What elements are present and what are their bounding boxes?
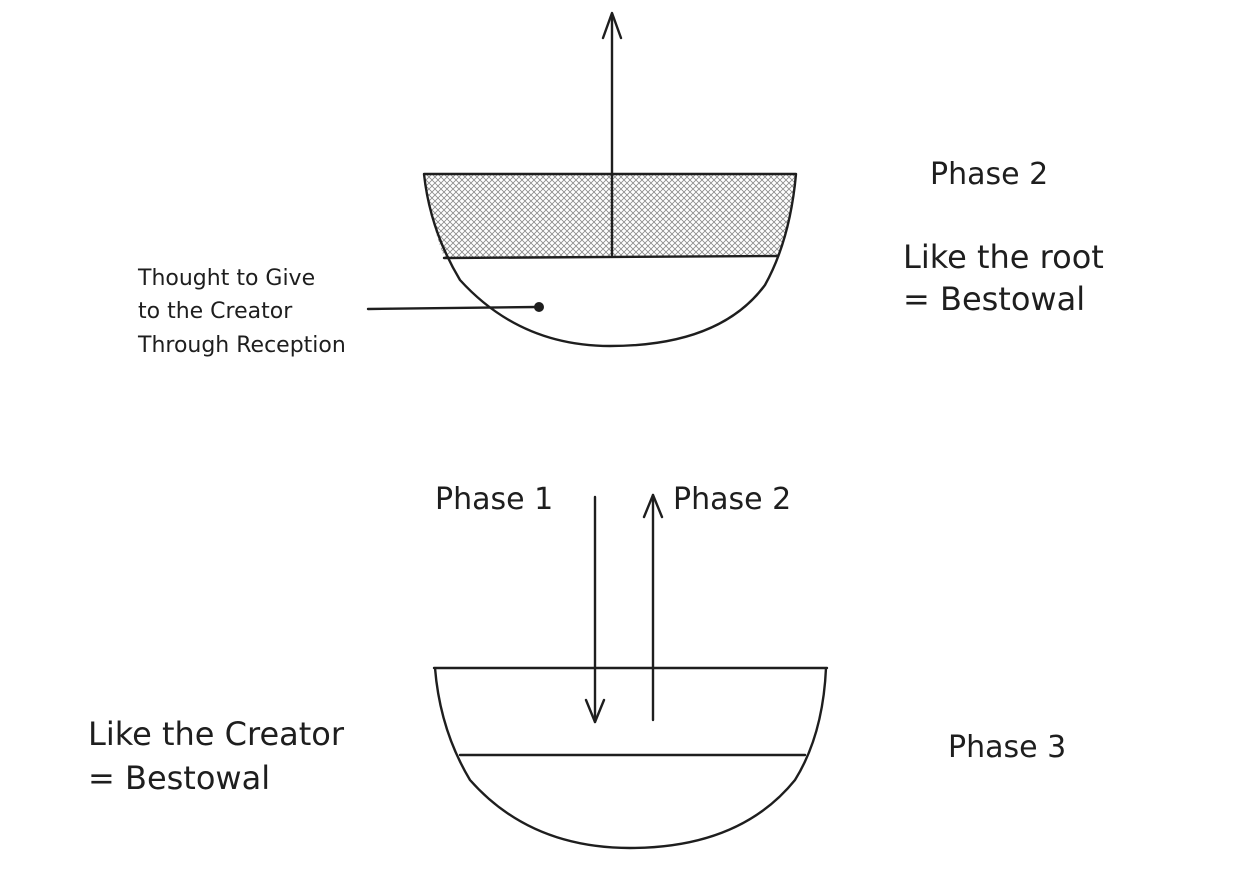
phase-3-label: Phase 3 xyxy=(948,730,1066,765)
bottom-bowl-outline xyxy=(432,666,829,850)
phase-1-label: Phase 1 xyxy=(435,482,553,517)
bottom-bowl xyxy=(432,666,829,850)
annotation-leader-line xyxy=(366,305,539,311)
top-side-line-1: Like the root xyxy=(903,238,1104,276)
bottom-side-line-1: Like the Creator xyxy=(88,715,345,753)
top-phase-label: Phase 2 xyxy=(930,157,1048,192)
top-bowl-level-line xyxy=(442,254,780,260)
bottom-side-line-2: = Bestowal xyxy=(88,759,270,797)
up-arrow xyxy=(642,493,664,722)
top-up-arrow xyxy=(601,11,623,257)
phase-2-label: Phase 2 xyxy=(673,482,791,517)
top-bowl-hatched-band xyxy=(424,174,796,257)
annotation-line-2: to the Creator xyxy=(138,299,293,324)
annotation-line-1: Thought to Give xyxy=(137,266,315,291)
annotation-line-3: Through Reception xyxy=(137,333,346,358)
down-arrow xyxy=(584,495,606,724)
annotation-dot xyxy=(534,302,544,312)
top-side-line-2: = Bestowal xyxy=(903,280,1085,318)
top-bowl xyxy=(422,172,798,348)
